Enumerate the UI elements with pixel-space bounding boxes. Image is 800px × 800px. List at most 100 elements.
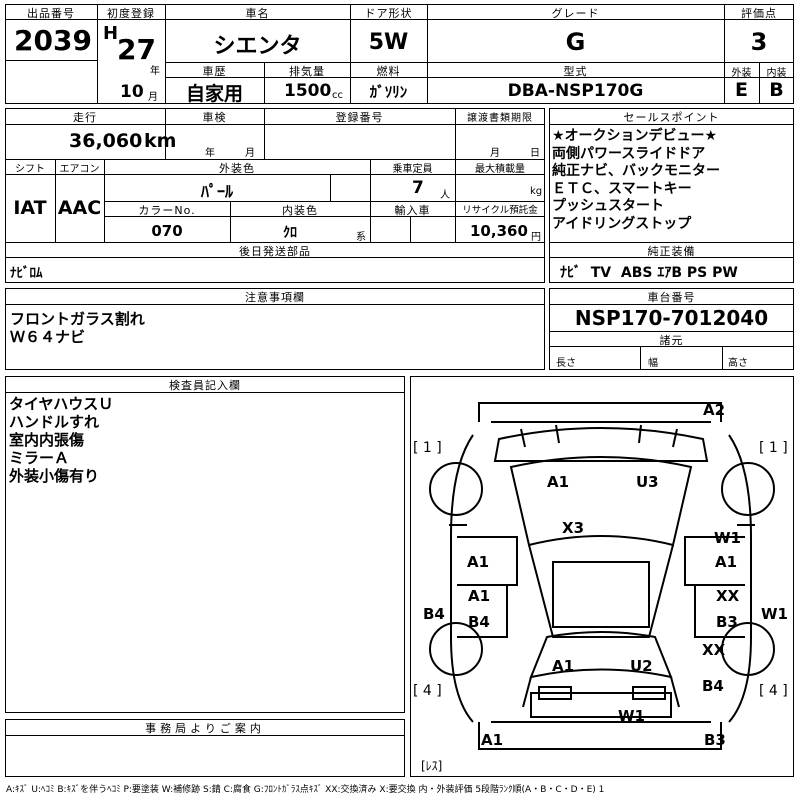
chassis-box [549, 288, 794, 370]
note-line: Ｗ６４ナビ [10, 328, 86, 346]
width-label: 幅 [648, 358, 658, 369]
transfer-label: 譲渡書類期限 [467, 113, 533, 124]
rule [5, 159, 545, 160]
damage-mark: X3 [562, 519, 585, 537]
month-unit: 月 [148, 92, 158, 103]
damage-mark: U2 [630, 657, 653, 675]
color-no-label: カラーNo. [138, 204, 196, 217]
displacement-label: 排気量 [289, 65, 325, 78]
rule [264, 62, 265, 104]
sales-points-box [549, 108, 794, 283]
damage-mark: W1 [618, 707, 645, 725]
equipment-label: 純正装備 [647, 245, 696, 258]
int-color-label: 内装色 [282, 204, 318, 217]
office-box [5, 719, 405, 777]
sales-point: ★オークションデビュー★ [552, 128, 718, 144]
rule [410, 216, 411, 242]
height-label: 高さ [728, 358, 748, 369]
damage-mark: XX [716, 587, 740, 605]
rule [549, 257, 794, 258]
later-parts-value: ﾅﾋﾞﾛﾑ [10, 266, 43, 281]
office-label: 事務局よりご案内 [145, 722, 265, 735]
rule [97, 4, 98, 104]
inspector-box [5, 376, 405, 713]
car-name-label: 車名 [245, 7, 270, 20]
tire-indicator: [ 4 ] [413, 683, 442, 699]
damage-diagram: A2 A1 U3 X3 W1 A1 A1 A1 XX B4 B4 B3 W1 X… [410, 376, 794, 777]
transfer-month-unit: 月 [490, 148, 500, 159]
yen-unit: 円 [531, 232, 541, 243]
displacement-value: 1500 [284, 81, 332, 101]
year-value: 27 [117, 33, 156, 66]
sales-point: 両側パワースライドドア [552, 145, 706, 162]
mileage-label: 走行 [73, 111, 97, 124]
chassis-number: NSP170-7012040 [574, 306, 769, 330]
color-no-value: 070 [151, 222, 183, 240]
equipment-value: ﾅﾋﾞ TV ABS ｴｱB PS PW [560, 265, 738, 281]
rule [5, 242, 545, 243]
tire-indicator: [ 1 ] [413, 440, 442, 456]
shift-label: シフト [15, 164, 45, 175]
aircon-label: エアコン [59, 164, 100, 175]
fuel-value: ｶﾞｿﾘﾝ [369, 83, 408, 101]
inspector-notes: タイヤハウスＵ ハンドルすれ 室内内張傷 ミラーＡ 外装小傷有り [9, 395, 113, 485]
transfer-day-unit: 日 [530, 148, 540, 159]
header-table [5, 4, 794, 104]
rule [549, 304, 794, 305]
legend-text: A:ｷｽﾞ U:ﾍｺﾐ B:ｷｽﾞを伴うﾍｺﾐ P:要塗装 W:補修跡 S:錆 … [6, 785, 605, 795]
rule [5, 304, 545, 305]
damage-mark: B4 [423, 605, 445, 623]
rule [165, 77, 794, 78]
fuel-label: 燃料 [376, 65, 401, 78]
rule [759, 62, 760, 104]
interior-label: 内装 [766, 68, 787, 79]
door-value: 5W [368, 30, 409, 55]
damage-mark: W1 [761, 605, 788, 623]
inspector-line: タイヤハウスＵ [9, 395, 114, 413]
tire-indicator: [ 4 ] [759, 683, 788, 699]
km-unit: km [144, 130, 177, 152]
car-name-value: シエンタ [213, 34, 302, 59]
rule [165, 4, 166, 104]
damage-mark: A1 [467, 553, 490, 571]
damage-mark: A1 [715, 553, 738, 571]
grade-value: G [565, 28, 586, 56]
rule [722, 346, 723, 370]
grade-label: グレード [551, 7, 600, 20]
exterior-label: 外装 [731, 68, 752, 79]
rule [455, 108, 456, 159]
rule [370, 159, 371, 242]
damage-mark: B4 [702, 677, 724, 695]
notes-box [5, 288, 545, 370]
inspector-line: 外装小傷有り [9, 467, 100, 485]
cc-unit: cc [332, 90, 343, 101]
rule [165, 108, 166, 159]
rule [230, 201, 231, 242]
mileage-value: 36,060 [69, 130, 143, 152]
aircon-value: AAC [57, 197, 102, 219]
recycle-label: リサイクル預託金 [462, 205, 538, 216]
sales-point: 純正ナビ、バックモニター [552, 163, 720, 179]
damage-mark: U3 [636, 473, 659, 491]
damage-mark: A1 [552, 657, 575, 675]
shift-value: IAT [13, 197, 47, 219]
sales-point: アイドリングストップ [552, 215, 692, 232]
inspector-line: ミラーＡ [9, 449, 70, 467]
damage-mark: B3 [704, 731, 726, 749]
damage-mark: XX [702, 641, 726, 659]
later-parts-label: 後日発送部品 [239, 245, 311, 258]
damage-mark: A1 [547, 473, 570, 491]
rule [427, 4, 428, 104]
int-unit: 系 [356, 232, 366, 243]
recycle-value: 10,360 [470, 222, 528, 240]
rule [724, 4, 725, 104]
rule [5, 392, 405, 393]
inspection-label: 車検 [202, 111, 227, 124]
inspector-label: 検査員記入欄 [169, 379, 241, 392]
sales-points-label: セールスポイント [623, 111, 720, 124]
note-line: フロントガラス割れ [10, 310, 145, 328]
notes-list: フロントガラス割れ Ｗ６４ナビ [10, 310, 145, 346]
damage-mark: A1 [468, 587, 491, 605]
lot-no-value: 2039 [14, 24, 92, 57]
door-label: ドア形状 [364, 7, 413, 20]
